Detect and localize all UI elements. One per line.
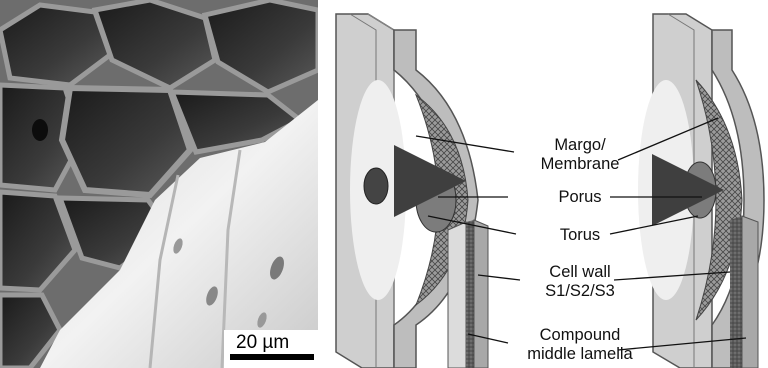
label-cellwall-line1: Cell wall: [520, 263, 640, 282]
label-porus: Porus: [520, 188, 640, 207]
scale-bar-label: 20 µm: [236, 332, 289, 354]
label-cell-wall: Cell wall S1/S2/S3: [520, 263, 640, 301]
label-margo-membrane: Margo/ Membrane: [520, 136, 640, 174]
pit-model-left: [336, 14, 488, 368]
label-cellwall-line2: S1/S2/S3: [520, 282, 640, 301]
label-compound-line2: middle lamella: [510, 345, 650, 364]
label-torus: Torus: [520, 226, 640, 245]
label-compound-middle-lamella: Compound middle lamella: [510, 326, 650, 364]
label-compound-line1: Compound: [510, 326, 650, 345]
pit-model-right: [638, 14, 764, 368]
label-margo-line1: Margo/: [520, 136, 640, 155]
sem-micrograph: [0, 0, 318, 368]
bordered-pit-diagram: [318, 0, 768, 368]
scale-bar: [230, 354, 314, 360]
label-margo-line2: Membrane: [520, 155, 640, 174]
